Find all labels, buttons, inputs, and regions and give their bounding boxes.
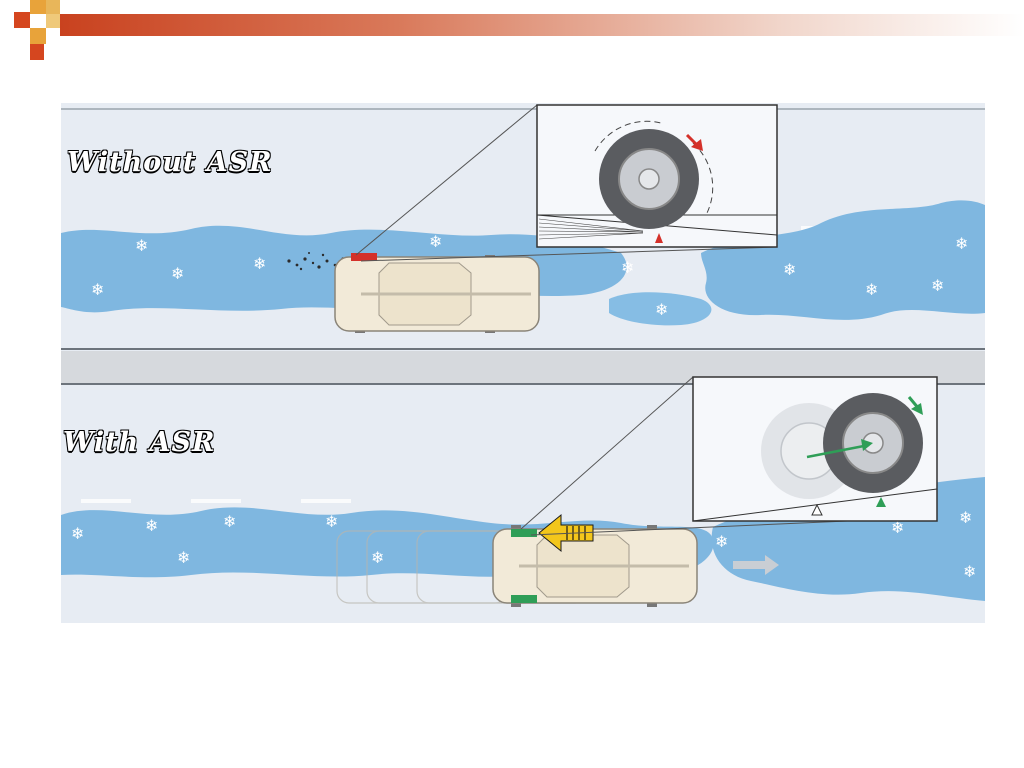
inset-wheel-gripping <box>692 376 938 522</box>
snowflake-icon: ❄ <box>371 548 384 567</box>
snowflake-icon: ❄ <box>959 508 972 527</box>
slip-marker <box>655 233 663 243</box>
snowflake-icon: ❄ <box>135 236 148 255</box>
ice-patch <box>609 292 712 326</box>
label-without-asr: Without ASR <box>67 147 273 178</box>
wheel-icon <box>599 129 699 229</box>
snowflake-icon: ❄ <box>171 264 184 283</box>
snowflake-icon: ❄ <box>71 524 84 543</box>
snowflake-icon: ❄ <box>91 280 104 299</box>
header-square <box>30 28 46 44</box>
label-with-asr: With ASR <box>63 427 216 458</box>
rotation-arrow-icon <box>907 396 923 415</box>
road-panel-without-asr: ❄ ❄ ❄ ❄ ❄ ❄ ❄ ❄ ❄ ❄ ❄ <box>61 103 985 351</box>
snowflake-icon: ❄ <box>955 234 968 253</box>
car-top-view-icon <box>492 525 698 607</box>
snowflake-icon: ❄ <box>177 548 190 567</box>
header-square <box>46 0 60 14</box>
road-panel-with-asr: ❄ ❄ ❄ ❄ ❄ ❄ ❄ ❄ ❄ ❄ <box>61 376 985 623</box>
inset-wheel-slipping <box>536 104 778 248</box>
snowflake-icon: ❄ <box>963 562 976 581</box>
asr-comparison-illustration: ❄ ❄ ❄ ❄ ❄ ❄ ❄ ❄ ❄ ❄ ❄ <box>61 103 985 623</box>
slide-header-decoration <box>0 0 1024 60</box>
header-square <box>46 14 60 28</box>
snowflake-icon: ❄ <box>223 512 236 531</box>
header-square <box>30 0 46 14</box>
motion-direction-arrow <box>733 555 779 575</box>
snowflake-icon: ❄ <box>145 516 158 535</box>
asr-diagram-svg: ❄ ❄ ❄ ❄ ❄ ❄ ❄ ❄ ❄ ❄ ❄ <box>61 103 985 623</box>
snowflake-icon: ❄ <box>655 300 668 319</box>
snowflake-icon: ❄ <box>783 260 796 279</box>
rotation-arrow-icon <box>685 133 703 151</box>
car-top-view-icon <box>334 253 540 333</box>
snowflake-icon: ❄ <box>621 258 634 277</box>
snowflake-icon: ❄ <box>865 280 878 299</box>
ice-patch <box>701 200 985 320</box>
snowflake-icon: ❄ <box>931 276 944 295</box>
snowflake-icon: ❄ <box>325 512 338 531</box>
header-gradient-bar <box>60 14 1024 36</box>
snowflake-icon: ❄ <box>429 232 442 251</box>
header-square <box>30 44 44 60</box>
snowflake-icon: ❄ <box>715 532 728 551</box>
header-square <box>14 12 30 28</box>
snowflake-icon: ❄ <box>891 518 904 537</box>
snowflake-icon: ❄ <box>253 254 266 273</box>
reference-marker <box>811 503 823 516</box>
traction-marker <box>876 497 886 507</box>
